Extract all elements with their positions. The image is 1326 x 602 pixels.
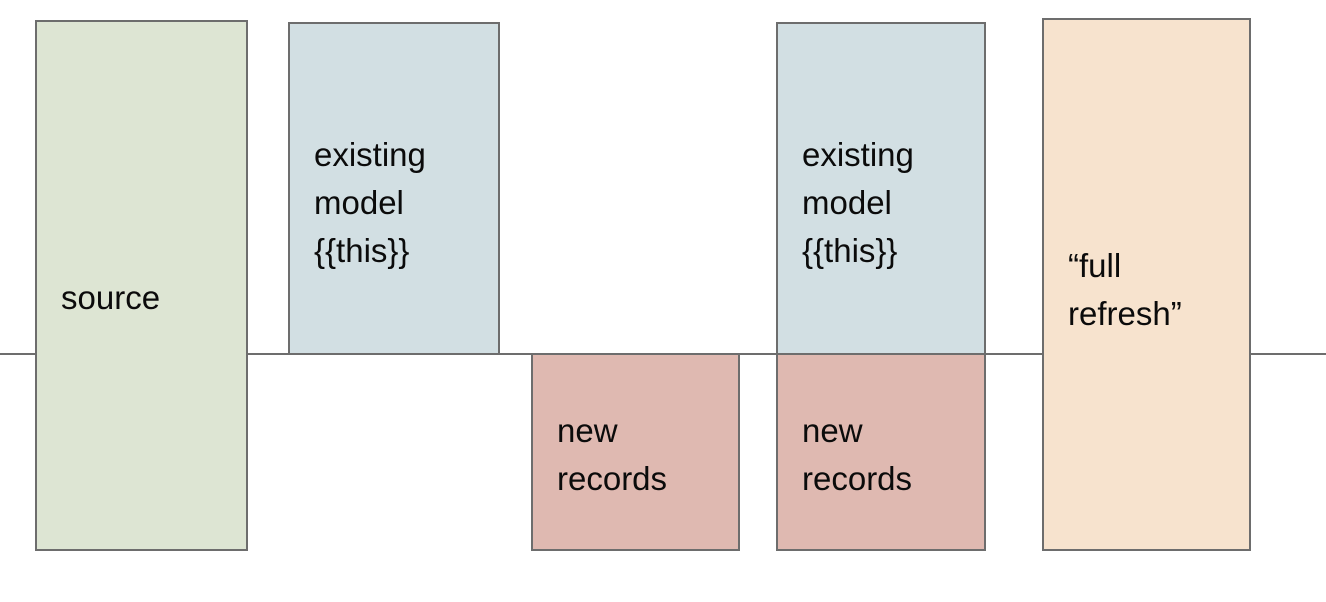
box-full-refresh[interactable]: “full refresh” — [1042, 18, 1251, 551]
box-existing-model-1[interactable]: existing model {{this}} — [288, 22, 500, 355]
box-existing-model-2-label: existing model {{this}} — [802, 136, 914, 269]
box-existing-model-1-label: existing model {{this}} — [314, 136, 426, 269]
box-source[interactable]: source — [35, 20, 248, 551]
box-new-records-2-label: new records — [802, 412, 913, 497]
box-new-records-2[interactable]: new records — [776, 353, 986, 551]
box-source-label: source — [61, 279, 161, 316]
box-existing-model-2[interactable]: existing model {{this}} — [776, 22, 986, 355]
box-new-records-1-label: new records — [557, 412, 668, 497]
box-new-records-1[interactable]: new records — [531, 353, 740, 551]
box-full-refresh-label: “full refresh” — [1068, 247, 1182, 332]
